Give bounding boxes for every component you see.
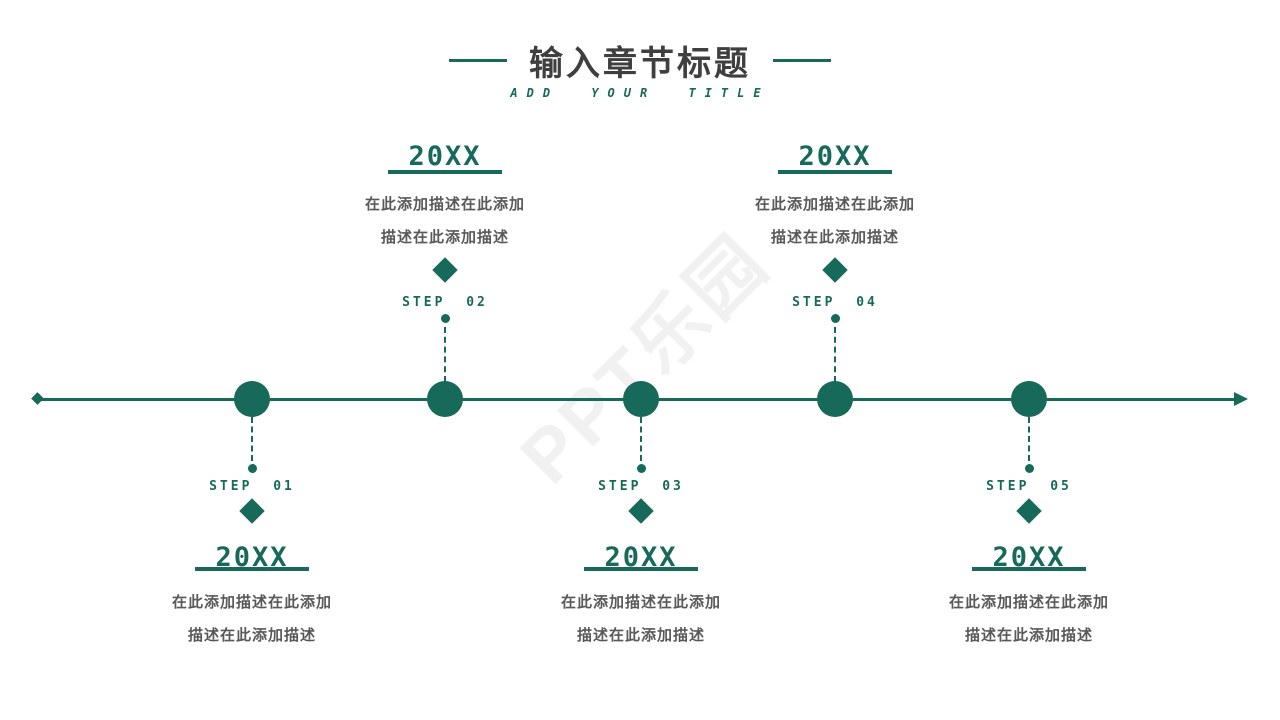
- year-underline: [778, 170, 892, 174]
- item-description: 在此添加描述在此添加 描述在此添加描述: [330, 188, 560, 254]
- year-underline: [972, 567, 1086, 571]
- page-subtitle: ADD YOUR TITLE: [510, 86, 770, 100]
- timeline-item-4: 20XX 在此添加描述在此添加 描述在此添加描述 STEP 04: [720, 0, 950, 720]
- year-underline: [584, 567, 698, 571]
- diamond-icon: [822, 257, 848, 283]
- diamond-icon: [628, 498, 654, 524]
- year-underline: [195, 567, 309, 571]
- timeline-item-3: STEP 03 20XX 在此添加描述在此添加 描述在此添加描述: [526, 0, 756, 720]
- step-label: STEP 04: [792, 295, 878, 310]
- diamond-icon: [239, 498, 265, 524]
- description-line-2: 描述在此添加描述: [964, 627, 1093, 644]
- connector-dashed-line: [1028, 417, 1030, 461]
- connector-dot-icon: [440, 314, 450, 323]
- title-right-dash-icon: [773, 59, 831, 62]
- timeline-node-2: [427, 381, 463, 417]
- timeline-item-1: STEP 01 20XX 在此添加描述在此添加 描述在此添加描述: [137, 0, 367, 720]
- connector-dot-icon: [247, 464, 257, 473]
- description-line-2: 描述在此添加描述: [187, 627, 316, 644]
- connector-dashed-line: [640, 417, 642, 461]
- page-title: 输入章节标题: [529, 45, 751, 83]
- description-line-1: 在此添加描述在此添加: [948, 594, 1109, 611]
- item-description: 在此添加描述在此添加 描述在此添加描述: [526, 586, 756, 652]
- item-description: 在此添加描述在此添加 描述在此添加描述: [137, 586, 367, 652]
- connector-dashed-line: [251, 417, 253, 461]
- description-line-2: 描述在此添加描述: [380, 229, 509, 246]
- year-label: 20XX: [798, 141, 872, 172]
- description-line-2: 描述在此添加描述: [576, 627, 705, 644]
- step-label: STEP 03: [598, 479, 684, 494]
- description-line-1: 在此添加描述在此添加: [171, 594, 332, 611]
- title-left-dash-icon: [449, 59, 507, 62]
- connector-dot-icon: [830, 314, 840, 323]
- connector-dot-icon: [1024, 464, 1034, 473]
- description-line-1: 在此添加描述在此添加: [364, 196, 525, 213]
- timeline-item-2: 20XX 在此添加描述在此添加 描述在此添加描述 STEP 02: [330, 0, 560, 720]
- axis-arrow-icon: [1234, 392, 1248, 406]
- description-line-1: 在此添加描述在此添加: [754, 196, 915, 213]
- slide-header: 输入章节标题: [0, 36, 1280, 85]
- step-label: STEP 02: [402, 295, 488, 310]
- year-label: 20XX: [408, 141, 482, 172]
- item-description: 在此添加描述在此添加 描述在此添加描述: [720, 188, 950, 254]
- item-description: 在此添加描述在此添加 描述在此添加描述: [914, 586, 1144, 652]
- description-line-1: 在此添加描述在此添加: [560, 594, 721, 611]
- description-line-2: 描述在此添加描述: [770, 229, 899, 246]
- step-label: STEP 01: [209, 479, 295, 494]
- connector-dashed-line: [834, 327, 836, 382]
- diamond-icon: [1016, 498, 1042, 524]
- connector-dashed-line: [444, 327, 446, 382]
- step-label: STEP 05: [986, 479, 1072, 494]
- timeline-node-1: [234, 381, 270, 417]
- timeline-node-5: [1011, 381, 1047, 417]
- year-underline: [388, 170, 502, 174]
- timeline-node-4: [817, 381, 853, 417]
- timeline-item-5: STEP 05 20XX 在此添加描述在此添加 描述在此添加描述: [914, 0, 1144, 720]
- diamond-icon: [432, 257, 458, 283]
- timeline-node-3: [623, 381, 659, 417]
- connector-dot-icon: [636, 464, 646, 473]
